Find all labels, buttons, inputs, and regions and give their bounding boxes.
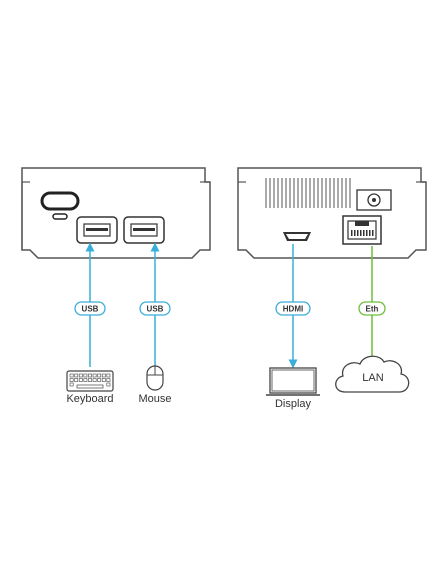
keyboard-key bbox=[97, 373, 102, 378]
keyboard-key bbox=[106, 382, 111, 387]
keyboard-key bbox=[92, 378, 97, 382]
hdmi-label: HDMI bbox=[275, 301, 311, 316]
vent-grille bbox=[265, 178, 351, 208]
dc-power-port bbox=[356, 189, 392, 211]
rj45-pin bbox=[354, 230, 356, 236]
eth-label: Eth bbox=[358, 301, 386, 316]
hdmi-port-icon bbox=[283, 232, 311, 241]
svg-text:USB: USB bbox=[147, 305, 164, 314]
rj45-pin bbox=[372, 230, 374, 236]
keyboard-key bbox=[101, 373, 106, 378]
rj45-pin bbox=[366, 230, 368, 236]
cloud-icon bbox=[335, 355, 410, 393]
keyboard-key bbox=[88, 378, 92, 382]
mouse-icon bbox=[146, 365, 164, 391]
keyboard-key bbox=[106, 378, 111, 382]
rj45-pin bbox=[369, 230, 371, 236]
svg-text:USB: USB bbox=[82, 305, 99, 314]
keyboard-key bbox=[69, 382, 74, 387]
svg-text:Eth: Eth bbox=[366, 305, 379, 314]
mouse-caption: Mouse bbox=[138, 393, 171, 405]
keyboard-key bbox=[74, 378, 79, 382]
usb-port-left bbox=[76, 216, 118, 244]
lan-caption: LAN bbox=[362, 372, 383, 384]
keyboard-key bbox=[74, 373, 79, 378]
svg-text:HDMI: HDMI bbox=[283, 305, 303, 314]
usb-label-left: USB bbox=[74, 301, 106, 316]
rj45-pin bbox=[360, 230, 362, 236]
keyboard-key bbox=[69, 378, 74, 382]
monitor-icon bbox=[266, 367, 320, 396]
rj45-pin bbox=[351, 230, 353, 236]
usb-port-right bbox=[123, 216, 165, 244]
keyboard-key bbox=[83, 373, 88, 378]
keyboard-icon bbox=[66, 370, 114, 392]
keyboard-key bbox=[101, 378, 106, 382]
keyboard-key bbox=[83, 378, 88, 382]
keyboard-key bbox=[78, 373, 83, 378]
rj45-port-icon bbox=[342, 215, 382, 245]
keyboard-key bbox=[88, 373, 92, 378]
keyboard-key bbox=[106, 373, 111, 378]
rj45-pin bbox=[363, 230, 365, 236]
keyboard-key bbox=[97, 378, 102, 382]
keyboard-key bbox=[69, 373, 74, 378]
keyboard-key bbox=[92, 373, 97, 378]
power-button-icon bbox=[40, 191, 80, 220]
front-device bbox=[21, 167, 211, 259]
keyboard-caption: Keyboard bbox=[66, 393, 113, 405]
keyboard-key bbox=[78, 378, 83, 382]
rj45-pin bbox=[357, 230, 359, 236]
display-caption: Display bbox=[275, 398, 312, 410]
usb-label-right: USB bbox=[139, 301, 171, 316]
